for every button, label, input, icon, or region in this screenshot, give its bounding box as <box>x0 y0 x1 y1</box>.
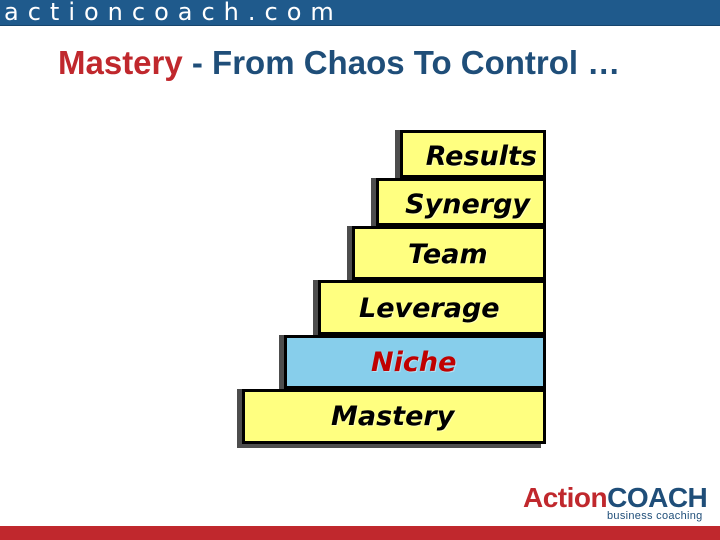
step-label: Results <box>425 141 537 172</box>
slide-title: Mastery - From Chaos To Control … <box>58 43 620 83</box>
header-bar: actioncoach.com <box>0 0 720 26</box>
step-synergy: Synergy <box>376 178 546 226</box>
site-name: actioncoach.com <box>4 0 343 26</box>
step-label: Synergy <box>405 189 530 220</box>
actioncoach-logo: ActionCOACH business coaching <box>523 482 713 524</box>
logo-wordmark: ActionCOACH <box>523 482 708 514</box>
step-results: Results <box>400 130 546 178</box>
title-rest: - From Chaos To Control … <box>182 44 621 81</box>
step-label: Niche <box>371 347 457 378</box>
step-label: Team <box>408 239 488 270</box>
title-accent: Mastery <box>58 44 183 81</box>
logo-tagline: business coaching <box>607 510 703 522</box>
logo-part-action: Action <box>523 482 608 513</box>
step-mastery: Mastery <box>242 389 546 444</box>
step-leverage: Leverage <box>318 280 546 335</box>
step-team: Team <box>352 226 546 280</box>
step-label: Mastery <box>331 401 455 432</box>
footer-bar <box>0 526 720 540</box>
step-label: Leverage <box>359 293 500 324</box>
step-niche: Niche <box>284 335 546 389</box>
logo-part-coach: COACH <box>607 482 708 513</box>
